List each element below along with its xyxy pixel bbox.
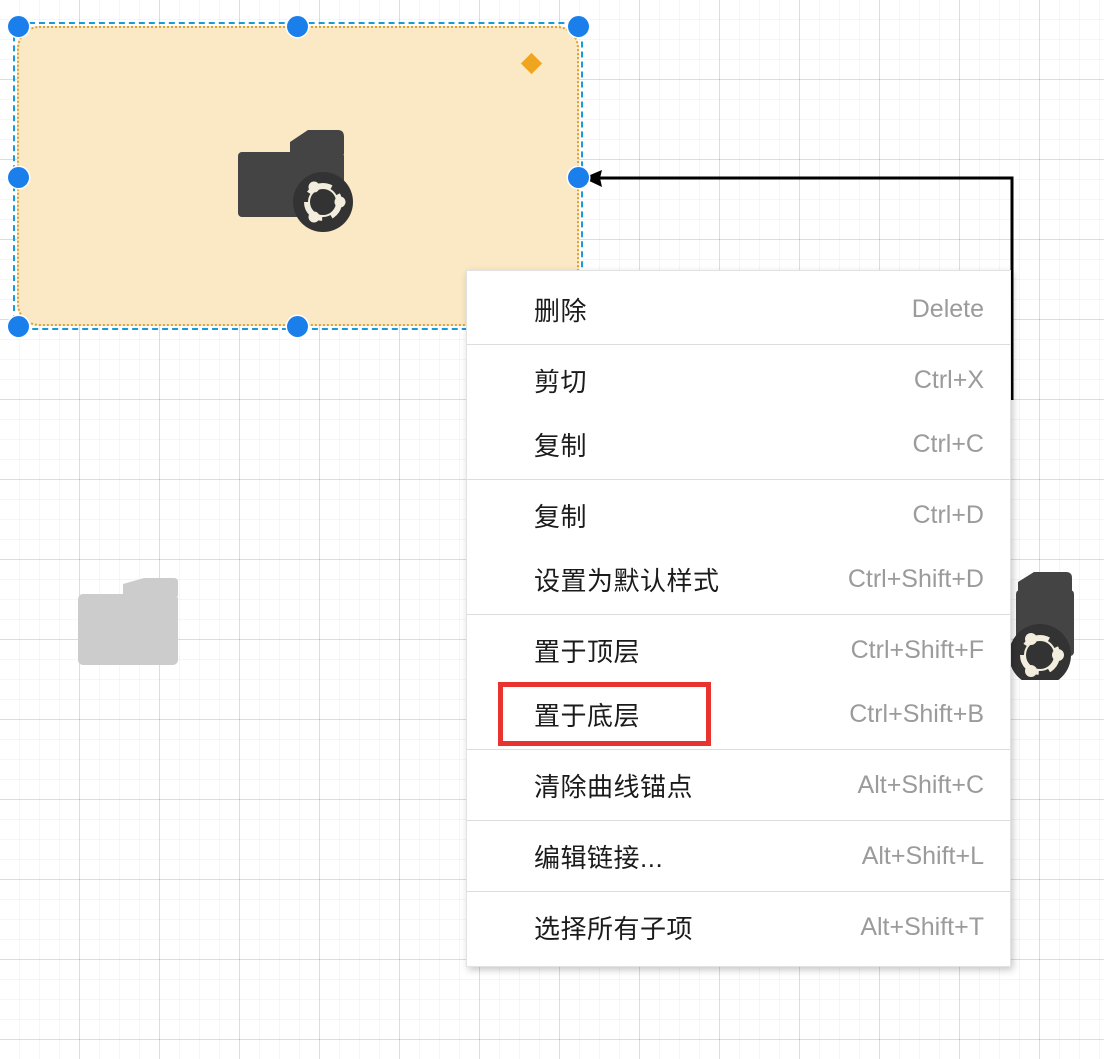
gray-folder-shape[interactable] [78, 578, 181, 670]
menu-separator [467, 344, 1010, 345]
menu-item-shortcut: Delete [911, 294, 984, 323]
menu-item-shortcut: Ctrl+Shift+D [847, 564, 984, 593]
menu-separator [467, 479, 1010, 480]
menu-separator [467, 614, 1010, 615]
menu-separator [467, 820, 1010, 821]
menu-item-shortcut: Alt+Shift+C [857, 770, 984, 799]
menu-item-label: 复制 [534, 501, 588, 532]
menu-item-label: 复制 [534, 430, 588, 461]
menu-item-duplicate[interactable]: 复制 Ctrl+D [467, 483, 1010, 547]
menu-item-label: 编辑链接... [534, 842, 664, 873]
resize-handle-top-right[interactable] [568, 16, 589, 37]
menu-item-label: 置于底层 [534, 700, 641, 731]
folder-icon [78, 578, 178, 665]
menu-item-label: 删除 [534, 295, 588, 326]
menu-item-label: 置于顶层 [534, 636, 641, 667]
menu-item-shortcut: Ctrl+X [913, 365, 984, 394]
menu-item-edit-link[interactable]: 编辑链接... Alt+Shift+L [467, 824, 1010, 888]
ubuntu-folder-icon [1009, 572, 1074, 686]
resize-handle-bottom-left[interactable] [8, 316, 29, 337]
menu-item-cut[interactable]: 剪切 Ctrl+X [467, 348, 1010, 412]
resize-handle-middle-left[interactable] [8, 167, 29, 188]
right-partial-ubuntu-folder[interactable] [1009, 560, 1104, 686]
resize-handle-top-center[interactable] [287, 16, 308, 37]
menu-item-shortcut: Ctrl+D [912, 500, 984, 529]
menu-item-bring-to-front[interactable]: 置于顶层 Ctrl+Shift+F [467, 618, 1010, 682]
menu-item-delete[interactable]: 删除 Delete [467, 277, 1010, 341]
menu-item-copy[interactable]: 复制 Ctrl+C [467, 412, 1010, 476]
resize-handle-bottom-center[interactable] [287, 316, 308, 337]
shape-ubuntu-folder-icon [238, 128, 354, 237]
menu-item-label: 选择所有子项 [534, 913, 694, 944]
menu-item-shortcut: Ctrl+C [912, 429, 984, 458]
menu-item-set-default-style[interactable]: 设置为默认样式 Ctrl+Shift+D [467, 547, 1010, 611]
menu-item-shortcut: Alt+Shift+L [861, 841, 984, 870]
resize-handle-top-left[interactable] [8, 16, 29, 37]
menu-item-clear-waypoints[interactable]: 清除曲线锚点 Alt+Shift+C [467, 753, 1010, 817]
menu-item-select-children[interactable]: 选择所有子项 Alt+Shift+T [467, 895, 1010, 959]
menu-item-send-to-back[interactable]: 置于底层 Ctrl+Shift+B [467, 682, 1010, 746]
menu-item-label: 剪切 [534, 366, 588, 397]
shape-context-menu[interactable]: 删除 Delete 剪切 Ctrl+X 复制 Ctrl+C 复制 Ctrl+D … [466, 270, 1011, 967]
resize-handle-middle-right[interactable] [568, 167, 589, 188]
menu-item-shortcut: Alt+Shift+T [860, 912, 984, 941]
menu-item-shortcut: Ctrl+Shift+B [849, 699, 984, 728]
menu-separator [467, 891, 1010, 892]
menu-item-label: 清除曲线锚点 [534, 771, 694, 802]
menu-item-shortcut: Ctrl+Shift+F [850, 635, 984, 664]
ubuntu-folder-icon [238, 130, 353, 232]
menu-item-label: 设置为默认样式 [534, 565, 720, 596]
menu-separator [467, 749, 1010, 750]
